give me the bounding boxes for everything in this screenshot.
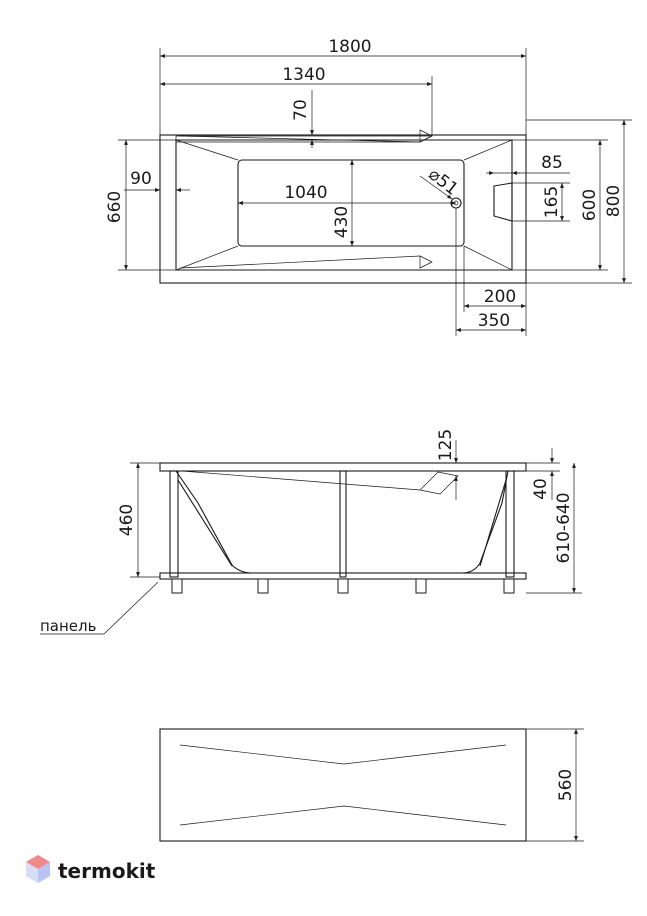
panel-label: панель xyxy=(40,617,96,635)
dim-drain-offset-350: 350 xyxy=(478,311,510,331)
tub-body-side xyxy=(175,470,509,574)
dim-side-offset: 90 xyxy=(130,169,152,189)
dim-bottom-length: 1040 xyxy=(284,183,327,203)
leg-1 xyxy=(171,578,183,594)
top-view: 1800 1340 70 90 660 1040 430 ⌀51 85 xyxy=(105,37,632,336)
panel-decor-bottom xyxy=(179,805,507,826)
headrest xyxy=(493,182,513,222)
dim-660: 660 xyxy=(105,191,125,223)
frame-post-middle xyxy=(339,470,347,578)
dim-overflow-height: 125 xyxy=(436,429,456,461)
dim-total-height: 610-640 xyxy=(554,492,574,563)
dim-drain-diameter: ⌀51 xyxy=(424,164,461,199)
panel-decor-top xyxy=(179,744,507,765)
front-panel xyxy=(159,728,527,842)
frame-post-left xyxy=(169,470,179,578)
leg-5 xyxy=(503,578,515,594)
dim-headrest-offset: 165 xyxy=(542,186,562,218)
dim-bottom-width: 430 xyxy=(332,206,352,238)
dim-drain-offset-200: 200 xyxy=(484,287,516,307)
dim-rim-offset: 70 xyxy=(291,99,311,121)
frame-base xyxy=(159,572,527,580)
dim-inner-width: 600 xyxy=(580,189,600,221)
termokit-logo-icon xyxy=(26,855,50,883)
dim-overall-length: 1800 xyxy=(328,37,371,57)
brand-name: termokit xyxy=(58,859,156,883)
leg-4 xyxy=(415,578,427,594)
dim-inner-length: 1340 xyxy=(282,65,325,85)
dim-side-height: 460 xyxy=(117,504,137,536)
overflow-side xyxy=(419,471,459,495)
tub-rim-side xyxy=(159,462,527,472)
panel-view: 560 xyxy=(159,728,584,842)
dim-rim-thickness: 40 xyxy=(531,478,551,500)
dim-overall-width: 800 xyxy=(604,185,624,217)
brand-watermark: termokit xyxy=(26,855,156,883)
leg-2 xyxy=(257,578,269,594)
leg-3 xyxy=(337,578,349,594)
tub-outline-top xyxy=(159,134,527,284)
frame-post-right xyxy=(505,470,515,578)
side-view: 460 125 40 610-640 панель xyxy=(40,429,582,635)
dim-panel-height: 560 xyxy=(556,769,576,801)
dim-headrest-width: 85 xyxy=(541,153,563,173)
